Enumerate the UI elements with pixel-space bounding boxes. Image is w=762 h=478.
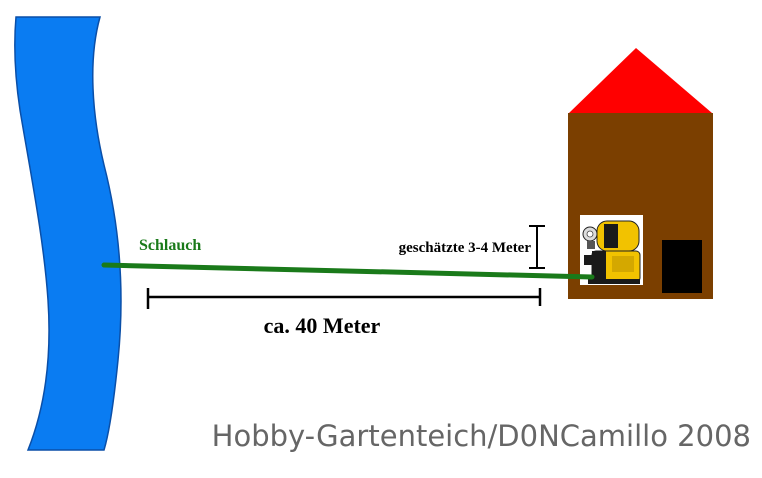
water-pump-icon [580,215,643,285]
house-door [662,240,702,293]
height-estimate-label: geschätzte 3-4 Meter [399,240,532,256]
distance-bracket [146,288,542,309]
pond [14,16,122,451]
hose-line [101,262,595,280]
distance-label: ca. 40 Meter [264,313,381,338]
house-roof [569,48,712,113]
hose-label: Schlauch [139,237,201,254]
credit-text: Hobby-Gartenteich/D0NCamillo 2008 [212,419,751,453]
height-bracket [529,225,545,269]
